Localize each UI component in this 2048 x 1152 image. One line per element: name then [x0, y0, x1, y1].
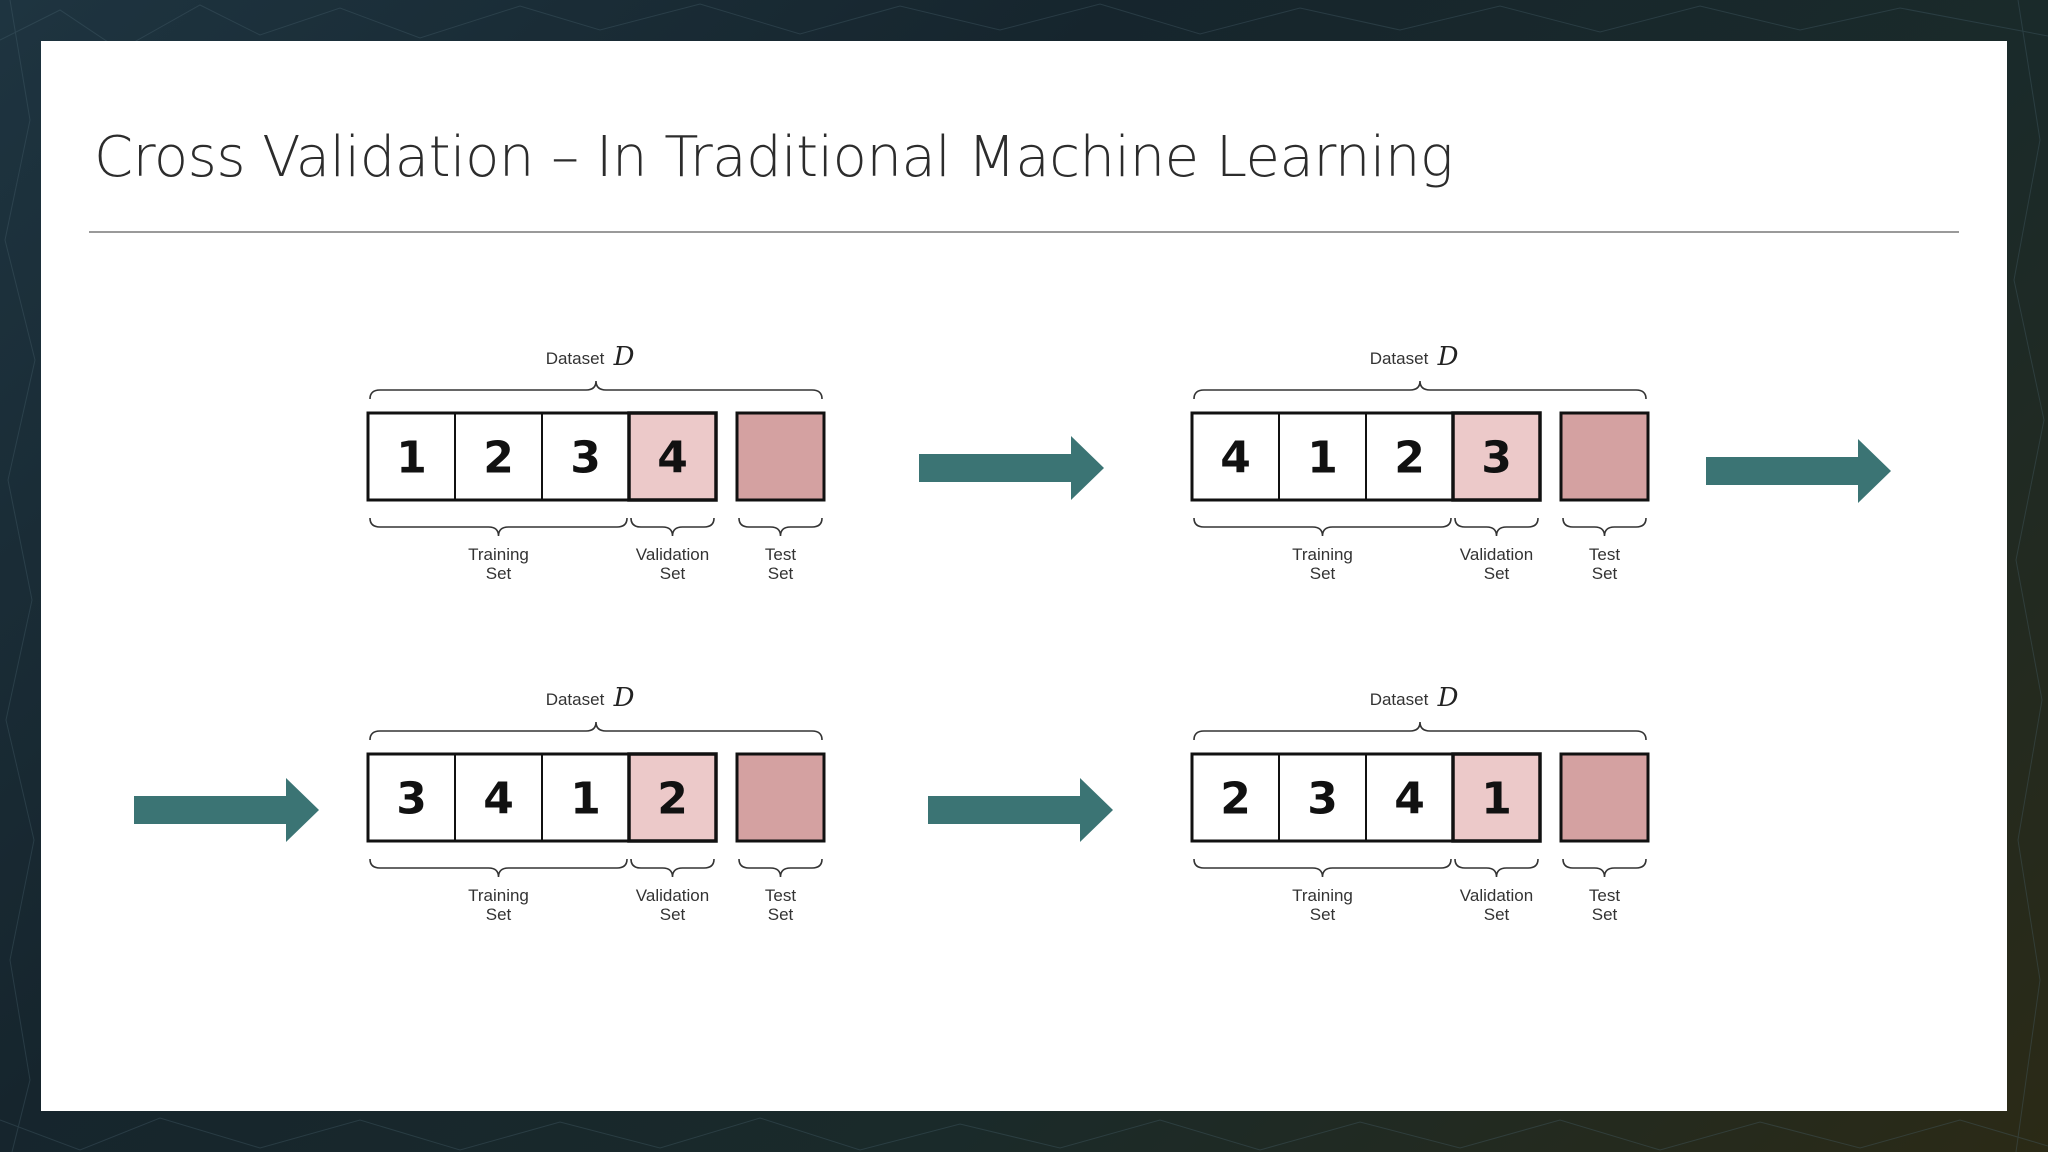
- dataset-brace: [1193, 721, 1647, 741]
- test-set-cell: [735, 411, 826, 502]
- slide-title: Cross Validation – In Traditional Machin…: [94, 125, 1454, 190]
- dataset-label: Dataset: [546, 690, 605, 709]
- dataset-label: Dataset: [546, 349, 605, 368]
- fold-number: 2: [1394, 433, 1425, 484]
- validation-set-label: Set: [1484, 905, 1510, 924]
- dataset-symbol: D: [1437, 342, 1459, 372]
- test-set-label: Set: [1592, 564, 1618, 583]
- training-brace: [1193, 858, 1452, 878]
- fold-number: 4: [483, 774, 514, 825]
- validation-brace: [630, 517, 715, 537]
- dataset-label: Dataset: [1370, 349, 1429, 368]
- training-fold-cell: [1191, 753, 1280, 842]
- training-set-label: Training: [1292, 545, 1353, 564]
- test-set-label: Test: [765, 886, 796, 905]
- dataset-label: Dataset: [1370, 690, 1429, 709]
- validation-brace: [1454, 517, 1539, 537]
- training-set-label: Set: [1310, 564, 1336, 583]
- validation-set-label: Validation: [1460, 886, 1533, 905]
- test-brace: [738, 858, 823, 878]
- test-set-label: Set: [768, 905, 794, 924]
- slide: Cross Validation – In Traditional Machin…: [41, 41, 2007, 1111]
- dataset-symbol: D: [613, 342, 635, 372]
- validation-set-label: Set: [660, 564, 686, 583]
- test-set-cell: [735, 752, 826, 843]
- title-divider: [89, 231, 1959, 233]
- training-set-label: Training: [468, 545, 529, 564]
- dataset-symbol: D: [1437, 683, 1459, 713]
- fold-number: 2: [657, 774, 688, 825]
- training-set-label: Set: [1310, 905, 1336, 924]
- fold-number: 2: [1220, 774, 1251, 825]
- validation-set-label: Set: [1484, 564, 1510, 583]
- validation-set-label: Validation: [636, 545, 709, 564]
- fold-number: 3: [570, 433, 601, 484]
- training-set-label: Training: [1292, 886, 1353, 905]
- test-set-label: Test: [765, 545, 796, 564]
- training-fold-cell: [1365, 753, 1454, 842]
- fold-number: 1: [1307, 433, 1338, 484]
- validation-brace: [1454, 858, 1539, 878]
- right-arrow-icon: [134, 778, 319, 842]
- fold-row-border: [1190, 752, 1542, 843]
- fold-number: 1: [570, 774, 601, 825]
- test-set-label: Test: [1589, 545, 1620, 564]
- validation-fold-cell: [1451, 411, 1542, 502]
- test-set-cell: [1559, 752, 1650, 843]
- test-brace: [1562, 858, 1647, 878]
- fold-number: 3: [1481, 433, 1512, 484]
- right-arrow-icon: [928, 778, 1113, 842]
- validation-brace: [630, 858, 715, 878]
- right-arrow-icon: [1706, 439, 1891, 503]
- fold-number: 4: [1394, 774, 1425, 825]
- validation-set-label: Validation: [1460, 545, 1533, 564]
- training-set-label: Training: [468, 886, 529, 905]
- training-brace: [1193, 517, 1452, 537]
- training-fold-cell: [454, 412, 543, 501]
- training-fold-cell: [1278, 412, 1367, 501]
- fold-number: 1: [1481, 774, 1512, 825]
- right-arrow-icon: [919, 436, 1104, 500]
- dataset-brace: [369, 721, 823, 741]
- fold-number: 1: [396, 433, 427, 484]
- validation-set-label: Set: [660, 905, 686, 924]
- fold-row-border: [1190, 411, 1542, 502]
- validation-fold-cell: [1451, 752, 1542, 843]
- fold-number: 2: [483, 433, 514, 484]
- training-brace: [369, 517, 628, 537]
- training-fold-cell: [367, 753, 456, 842]
- fold-number: 3: [396, 774, 427, 825]
- training-set-label: Set: [486, 905, 512, 924]
- test-brace: [1562, 517, 1647, 537]
- training-brace: [369, 858, 628, 878]
- fold-row-border: [366, 752, 718, 843]
- fold-number: 4: [1220, 433, 1251, 484]
- dataset-brace: [1193, 380, 1647, 400]
- test-set-label: Set: [1592, 905, 1618, 924]
- fold-row-border: [366, 411, 718, 502]
- test-brace: [738, 517, 823, 537]
- dataset-symbol: D: [613, 683, 635, 713]
- test-set-label: Set: [768, 564, 794, 583]
- fold-number: 4: [657, 433, 688, 484]
- fold-number: 3: [1307, 774, 1338, 825]
- training-set-label: Set: [486, 564, 512, 583]
- dataset-brace: [369, 380, 823, 400]
- validation-set-label: Validation: [636, 886, 709, 905]
- test-set-label: Test: [1589, 886, 1620, 905]
- training-fold-cell: [454, 753, 543, 842]
- test-set-cell: [1559, 411, 1650, 502]
